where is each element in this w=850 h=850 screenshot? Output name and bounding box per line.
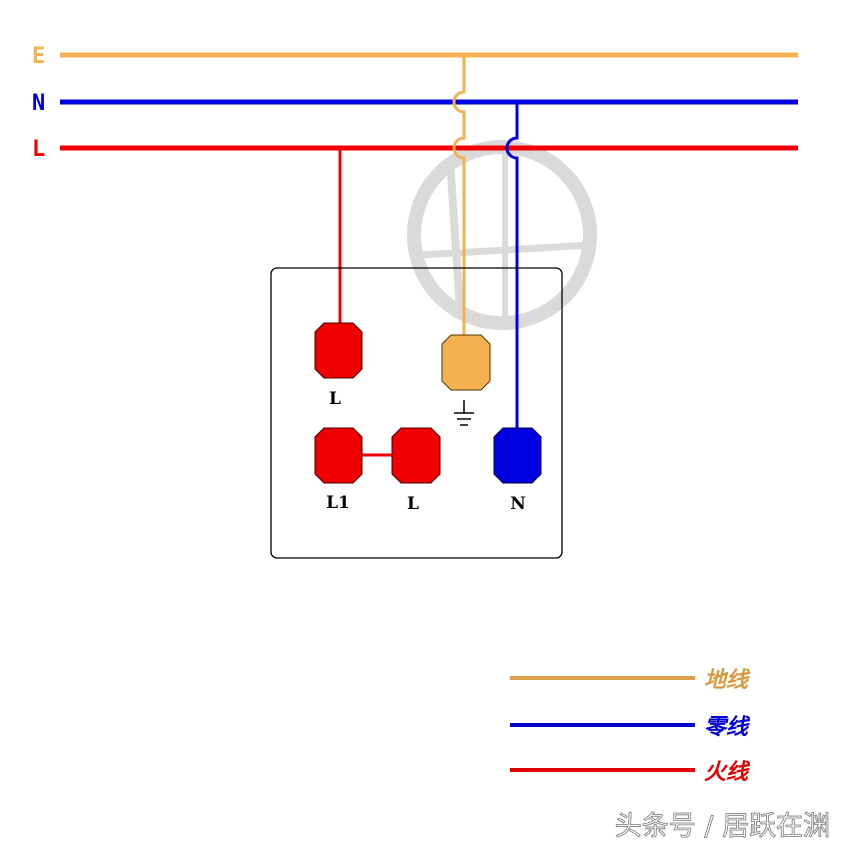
legend-label-neutral: 零线	[704, 714, 751, 740]
bus-label-n: N	[32, 91, 45, 116]
bus-label-e: E	[32, 44, 45, 69]
terminal-live-bottom	[391, 427, 441, 484]
terminal-earth	[441, 334, 491, 391]
ground-icon	[454, 400, 474, 426]
terminal-label-neutral: N	[510, 494, 526, 514]
terminal-label-live-top: L	[329, 389, 341, 409]
bus-label-l: L	[32, 137, 45, 162]
terminal-label-live-bottom: L	[407, 494, 419, 514]
terminal-live-top	[314, 322, 363, 379]
terminal-l1	[314, 427, 363, 484]
credit-watermark: 头条号 / 居跃在渊	[615, 811, 830, 842]
legend: 地线 零线 火线	[510, 667, 751, 785]
legend-label-earth: 地线	[704, 667, 751, 693]
neutral-drop-wire	[505, 102, 519, 432]
terminal-label-l1: L1	[326, 493, 350, 513]
terminal-neutral	[493, 427, 542, 484]
legend-label-live: 火线	[704, 759, 751, 785]
earth-drop-wire	[452, 55, 466, 338]
watermark-seal	[407, 140, 597, 330]
socket-box	[270, 267, 563, 559]
